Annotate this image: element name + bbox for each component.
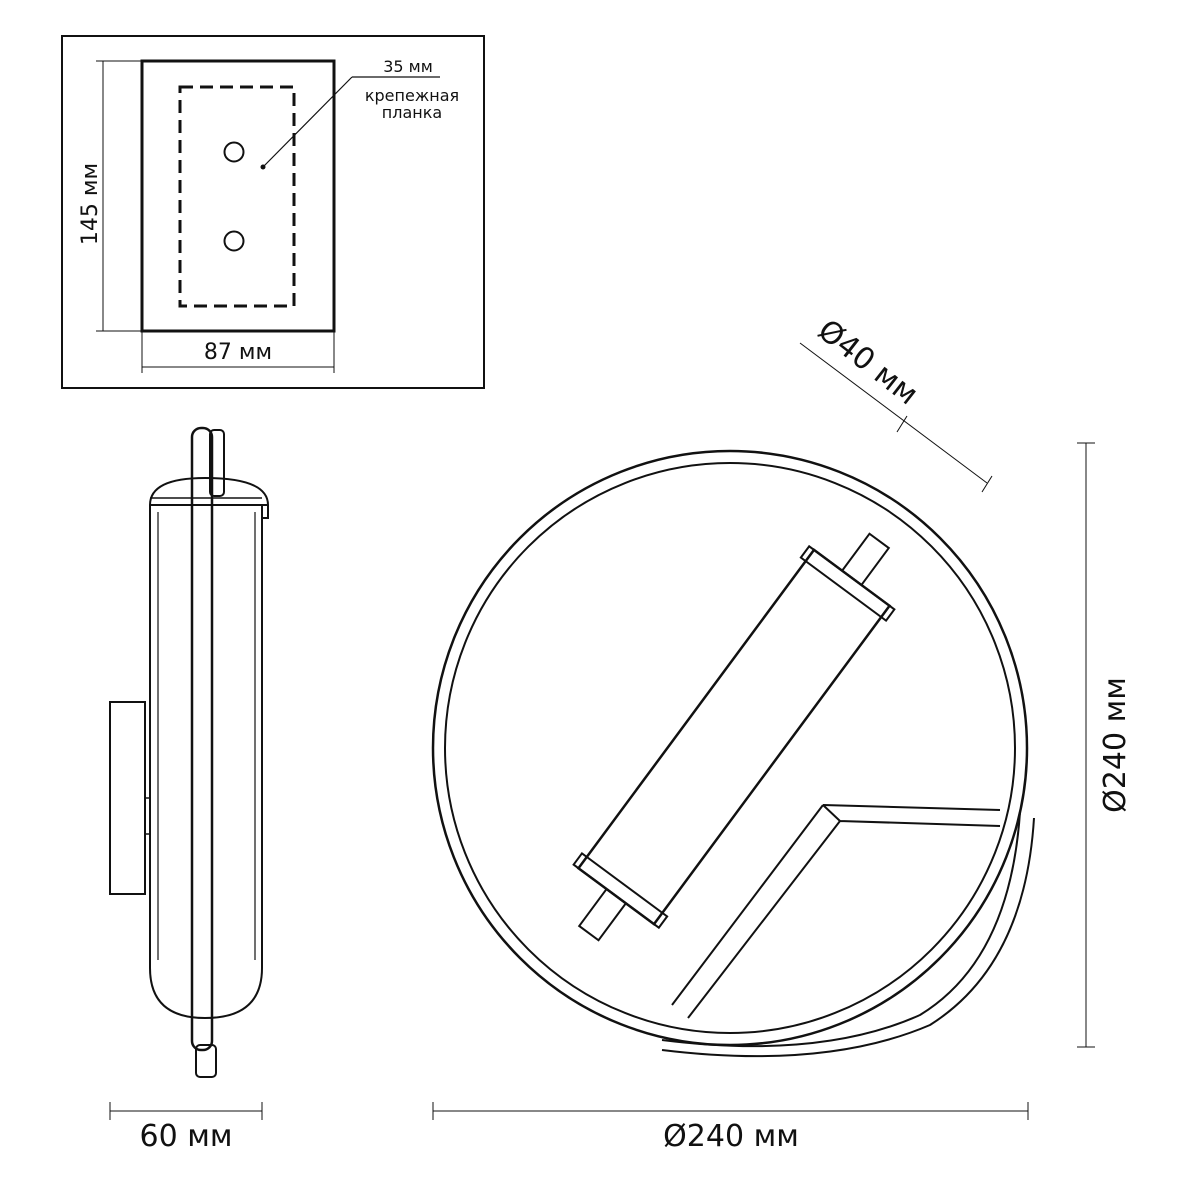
mount-plate-outline (140, 59, 336, 333)
mount-hole-top (223, 141, 245, 163)
front-tube-pin-left (577, 887, 628, 942)
front-tube (572, 532, 896, 942)
side-mount-stem (144, 797, 151, 835)
side-depth-label: 60 мм (140, 1119, 233, 1154)
front-view: Ø40 мм Ø240 мм Ø240 мм (431, 313, 1133, 1154)
plate-width-label: 87 мм (204, 340, 272, 365)
front-ring-outer (431, 449, 1029, 1047)
side-wall-mount (109, 701, 146, 895)
front-back-arc (661, 811, 1021, 1048)
plate-caption-line1: крепежная (365, 86, 459, 105)
side-ring-edge (190, 426, 214, 1052)
tube-dim-line (799, 342, 988, 484)
tube-dim-tick-2 (981, 475, 993, 493)
side-top-bracket (209, 429, 225, 497)
front-wall-bracket (671, 804, 1001, 1019)
panel-frame (61, 35, 485, 389)
mount-plate-panel: 35 мм крепежная планка 145 мм 87 мм (61, 35, 485, 389)
front-back-arc-inner (661, 817, 1035, 1058)
side-bottom-bracket (195, 1044, 217, 1078)
front-ring-inner (444, 462, 1016, 1034)
side-view: 60 мм (109, 426, 269, 1154)
leader-line (262, 76, 353, 168)
front-tube-end-cap-left (572, 851, 669, 930)
plate-caption-line2: планка (382, 103, 442, 122)
front-tube-end-cap-right (799, 544, 896, 623)
mount-hole-bottom (223, 230, 245, 252)
plate-depth-label: 35 мм (383, 57, 433, 76)
plate-height-label: 145 мм (78, 163, 103, 245)
front-tube-pin-right (840, 532, 891, 587)
mount-bracket-dashed (178, 85, 296, 308)
width-diameter-label: Ø240 мм (663, 1119, 799, 1154)
height-diameter-label: Ø240 мм (1098, 677, 1133, 813)
tube-diameter-label: Ø40 мм (811, 313, 924, 412)
front-tube-body (576, 548, 892, 926)
tube-dim-tick-1 (896, 415, 908, 433)
side-tube-body (149, 505, 263, 1020)
